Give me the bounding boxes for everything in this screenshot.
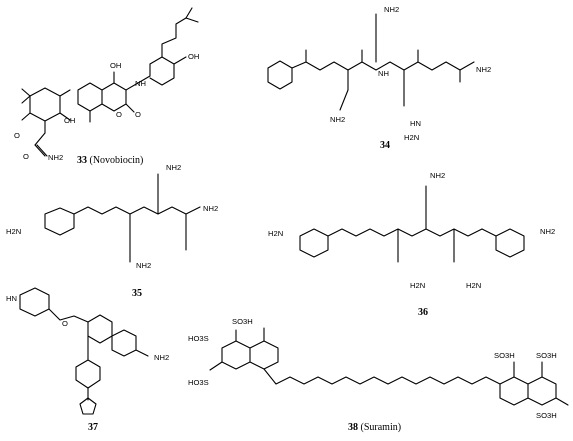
caption-37: 37 [88, 422, 98, 433]
svg-text:O: O [116, 110, 122, 119]
svg-text:O: O [135, 110, 141, 119]
svg-text:NH: NH [378, 69, 389, 78]
svg-text:SO3H: SO3H [536, 351, 557, 360]
svg-text:H2N: H2N [466, 281, 481, 290]
caption-36: 36 [418, 307, 428, 318]
svg-text:SO3H: SO3H [232, 317, 253, 326]
svg-text:HN: HN [410, 119, 421, 128]
structure-35 [44, 173, 201, 263]
svg-text:NH2: NH2 [430, 171, 445, 180]
caption-34: 34 [380, 140, 390, 151]
svg-text:OH: OH [110, 61, 121, 70]
caption-35: 35 [132, 288, 142, 299]
svg-text:NH2: NH2 [136, 261, 151, 270]
svg-text:HN: HN [6, 294, 17, 303]
svg-text:NH2: NH2 [330, 115, 345, 124]
svg-text:NH2: NH2 [203, 204, 218, 213]
caption-38: 38 (Suramin) [348, 422, 402, 433]
svg-text:NH2: NH2 [154, 353, 169, 362]
svg-text:H2N: H2N [268, 229, 283, 238]
svg-text:NH2: NH2 [166, 163, 181, 172]
svg-text:O: O [14, 131, 20, 140]
svg-text:NH2: NH2 [540, 227, 555, 236]
svg-text:O: O [23, 152, 29, 161]
svg-text:NH: NH [135, 79, 146, 88]
svg-text:HO3S: HO3S [188, 378, 209, 387]
svg-text:NH2: NH2 [384, 5, 399, 14]
svg-text:H2N: H2N [404, 133, 419, 142]
svg-text:OH: OH [188, 52, 199, 61]
svg-text:OH: OH [64, 116, 75, 125]
svg-text:SO3H: SO3H [536, 411, 557, 420]
structure-33-novobiocin [21, 7, 199, 157]
svg-text:NH2: NH2 [476, 65, 491, 74]
svg-text:NH2: NH2 [48, 153, 63, 162]
svg-text:SO3H: SO3H [494, 351, 515, 360]
svg-text:H2N: H2N [6, 227, 21, 236]
structure-38-suramin [209, 327, 569, 406]
svg-text:O: O [62, 319, 68, 328]
svg-text:H2N: H2N [410, 281, 425, 290]
structure-34 [267, 13, 475, 111]
caption-33: 33 (Novobiocin) [77, 155, 144, 166]
structure-36 [299, 185, 525, 263]
svg-text:HO3S: HO3S [188, 334, 209, 343]
structure-37 [19, 287, 149, 415]
